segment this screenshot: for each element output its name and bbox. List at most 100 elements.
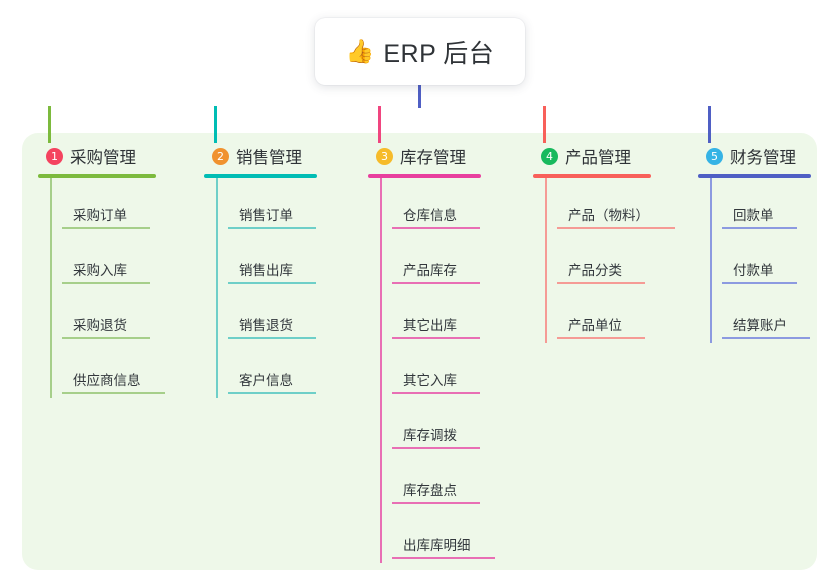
- branch-header-财务管理[interactable]: 5 财务管理: [698, 143, 811, 169]
- leaf-rule: [62, 392, 165, 394]
- branch-header-rule: [38, 174, 156, 178]
- leaf-node[interactable]: 销售订单: [216, 178, 317, 233]
- branch-number-badge: 5: [706, 147, 723, 165]
- branch-leaf-list: 回款单付款单结算账户: [698, 178, 811, 343]
- branch-drop-connector-3: [378, 106, 381, 143]
- leaf-rule: [62, 227, 150, 229]
- branch-header-产品管理[interactable]: 4 产品管理: [533, 143, 651, 169]
- leaf-node[interactable]: 采购订单: [50, 178, 156, 233]
- root-node-title: ERP 后台: [383, 39, 495, 68]
- branch-column-采购管理: 1 采购管理采购订单采购入库采购退货供应商信息: [38, 143, 165, 398]
- leaf-label: 销售订单: [239, 208, 293, 223]
- leaf-node[interactable]: 其它出库: [380, 288, 481, 343]
- leaf-rule: [228, 337, 316, 339]
- leaf-label: 其它入库: [403, 373, 457, 388]
- leaf-rule: [557, 282, 645, 284]
- branch-number-badge: 4: [541, 147, 558, 165]
- branch-leaf-list: 产品（物料） 产品分类产品单位: [533, 178, 675, 343]
- branch-header-采购管理[interactable]: 1 采购管理: [38, 143, 156, 169]
- leaf-rule: [722, 337, 810, 339]
- leaf-label: 产品单位: [568, 318, 622, 333]
- leaf-label: 销售退货: [239, 318, 293, 333]
- leaf-label: 采购退货: [73, 318, 127, 333]
- leaf-node[interactable]: 仓库信息: [380, 178, 481, 233]
- leaf-rule: [392, 282, 480, 284]
- leaf-rule: [722, 282, 797, 284]
- branch-column-财务管理: 5 财务管理回款单付款单结算账户: [698, 143, 811, 343]
- leaf-node[interactable]: 库存盘点: [380, 453, 481, 508]
- leaf-rule: [392, 502, 480, 504]
- branch-drop-connector-4: [543, 106, 546, 143]
- branch-title: 产品管理: [565, 149, 631, 167]
- leaf-node[interactable]: 采购入库: [50, 233, 156, 288]
- leaf-node[interactable]: 客户信息: [216, 343, 317, 398]
- leaf-node[interactable]: 付款单: [710, 233, 811, 288]
- branch-drop-connector-2: [214, 106, 217, 143]
- leaf-node[interactable]: 其它入库: [380, 343, 481, 398]
- leaf-label: 库存盘点: [403, 483, 457, 498]
- leaf-node[interactable]: 销售出库: [216, 233, 317, 288]
- leaf-node[interactable]: 产品库存: [380, 233, 481, 288]
- leaf-label: 回款单: [733, 208, 774, 223]
- branch-leaf-list: 销售订单销售出库销售退货客户信息: [204, 178, 317, 398]
- root-node[interactable]: 👍 ERP 后台: [315, 18, 525, 85]
- leaf-label: 供应商信息: [73, 373, 141, 388]
- leaf-label: 采购入库: [73, 263, 127, 278]
- leaf-rule: [722, 227, 797, 229]
- leaf-label: 付款单: [733, 263, 774, 278]
- leaf-node[interactable]: 出库库明细: [380, 508, 495, 563]
- branch-column-产品管理: 4 产品管理产品（物料） 产品分类产品单位: [533, 143, 675, 343]
- bus-segment-green: [48, 106, 200, 109]
- leaf-label: 库存调拨: [403, 428, 457, 443]
- leaf-node[interactable]: 供应商信息: [50, 343, 165, 398]
- leaf-rule: [392, 337, 480, 339]
- branch-header-库存管理[interactable]: 3 库存管理: [368, 143, 481, 169]
- leaf-node[interactable]: 产品（物料）: [545, 178, 675, 233]
- bus-segment-blue: [416, 106, 747, 109]
- leaf-label: 产品（物料）: [568, 208, 649, 223]
- branch-title: 库存管理: [400, 149, 466, 167]
- thumbs-up-icon: 👍: [345, 38, 375, 64]
- leaf-node[interactable]: 产品单位: [545, 288, 651, 343]
- leaf-node[interactable]: 产品分类: [545, 233, 651, 288]
- leaf-rule: [62, 282, 150, 284]
- leaf-label: 客户信息: [239, 373, 293, 388]
- branch-title: 财务管理: [730, 149, 796, 167]
- branch-leaf-list: 仓库信息产品库存其它出库其它入库库存调拨库存盘点出库库明细: [368, 178, 495, 563]
- branch-number-badge: 3: [376, 147, 393, 165]
- leaf-node[interactable]: 回款单: [710, 178, 811, 233]
- leaf-node[interactable]: 库存调拨: [380, 398, 481, 453]
- branch-leaf-list: 采购订单采购入库采购退货供应商信息: [38, 178, 165, 398]
- leaf-node[interactable]: 销售退货: [216, 288, 317, 343]
- branch-number-badge: 2: [212, 147, 229, 165]
- leaf-rule: [557, 227, 675, 229]
- branch-header-rule: [533, 174, 651, 178]
- leaf-label: 仓库信息: [403, 208, 457, 223]
- leaf-node[interactable]: 结算账户: [710, 288, 811, 343]
- branch-header-rule: [204, 174, 317, 178]
- branch-rail: [545, 178, 547, 343]
- branch-title: 采购管理: [70, 149, 136, 167]
- branch-drop-connector-5: [708, 106, 711, 143]
- leaf-label: 出库库明细: [403, 538, 471, 553]
- leaf-rule: [392, 557, 495, 559]
- bus-segment-teal: [200, 106, 416, 109]
- leaf-label: 产品库存: [403, 263, 457, 278]
- leaf-rule: [228, 227, 316, 229]
- root-stem-connector: [418, 85, 421, 108]
- leaf-node[interactable]: 采购退货: [50, 288, 156, 343]
- branch-rail: [710, 178, 712, 343]
- leaf-label: 其它出库: [403, 318, 457, 333]
- branch-header-rule: [368, 174, 481, 178]
- branch-panel: [22, 133, 817, 570]
- leaf-label: 结算账户: [733, 318, 787, 333]
- branch-drop-connector-1: [48, 106, 51, 143]
- branch-header-rule: [698, 174, 811, 178]
- leaf-rule: [228, 392, 316, 394]
- branch-number-badge: 1: [46, 147, 63, 165]
- leaf-rule: [557, 337, 645, 339]
- leaf-rule: [392, 392, 480, 394]
